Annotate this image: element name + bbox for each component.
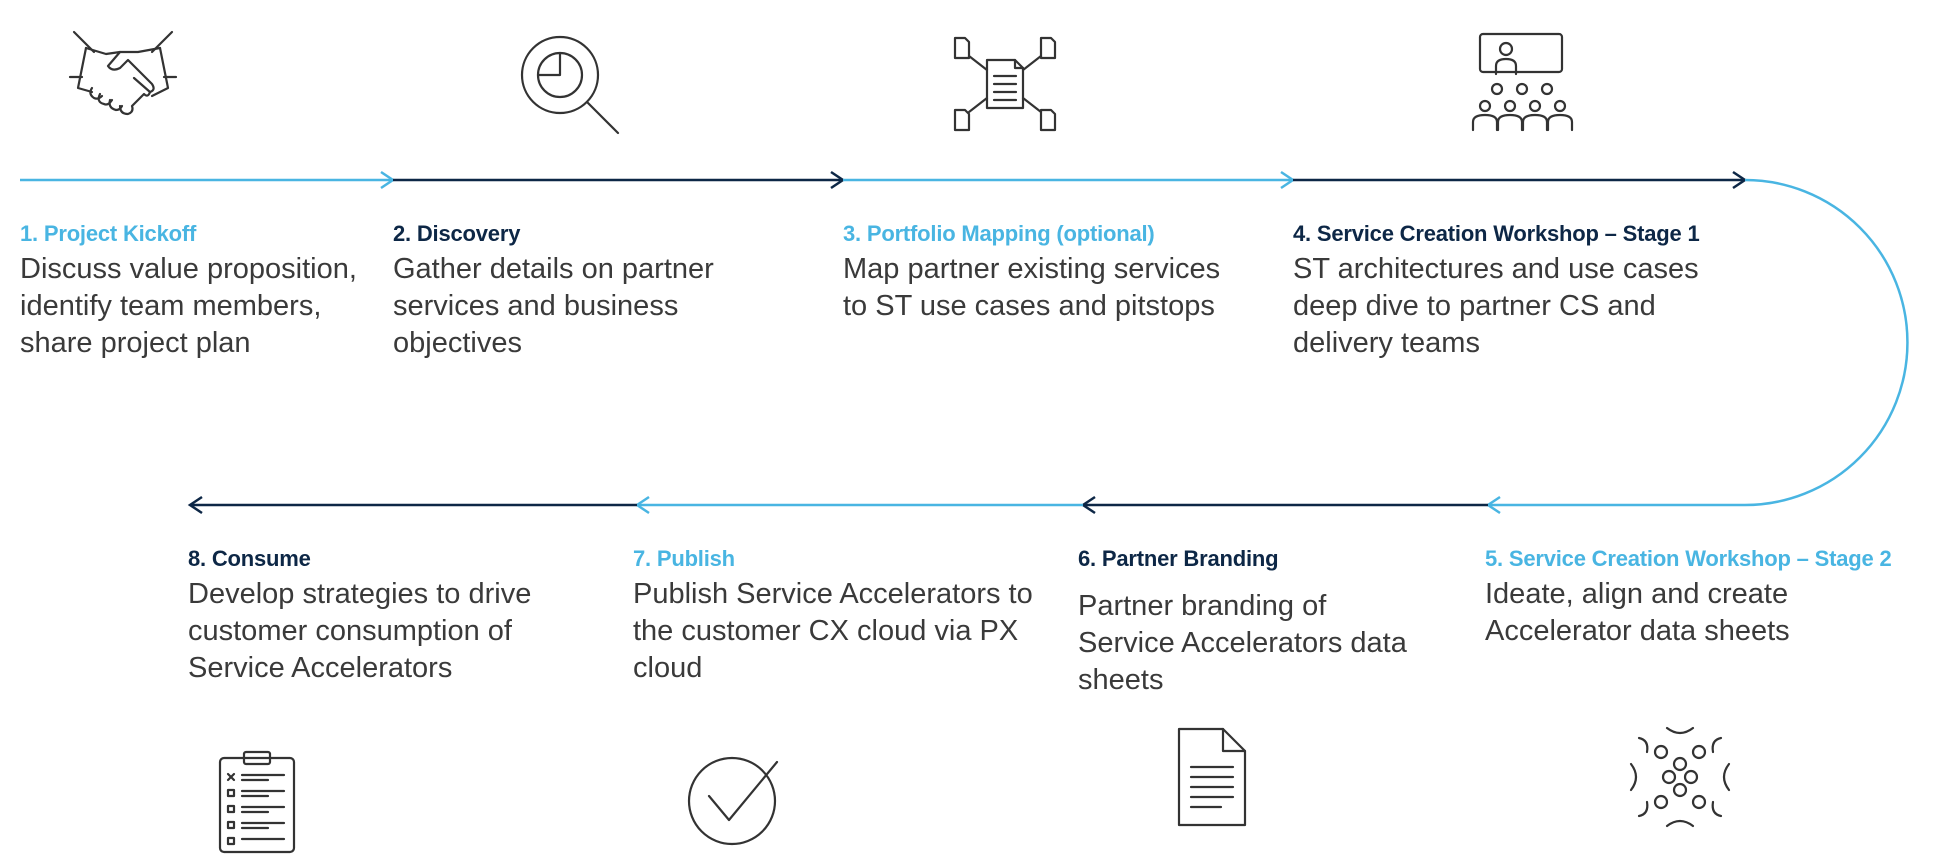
step-title: 8. Consume xyxy=(188,546,311,571)
magnifier-pie-chart-icon xyxy=(520,33,620,135)
step-description: Discuss value proposition, identify team… xyxy=(20,253,357,359)
document-network-icon xyxy=(953,36,1057,132)
step-1: 1. Project Kickoff Discuss value proposi… xyxy=(20,221,360,362)
ideation-circles-icon xyxy=(1625,722,1735,832)
step-title: 6. Partner Branding xyxy=(1078,546,1279,571)
handshake-icon xyxy=(68,30,178,120)
step-4: 4. Service Creation Workshop – Stage 1 S… xyxy=(1293,221,1733,362)
step-title: 3. Portfolio Mapping (optional) xyxy=(843,221,1155,246)
arrow-step-4 xyxy=(1293,170,1748,190)
step-title: 5. Service Creation Workshop – Stage 2 xyxy=(1485,546,1892,571)
arrow-step-6 xyxy=(1080,495,1488,515)
u-turn-connector xyxy=(1744,178,1909,507)
clipboard-checklist-icon xyxy=(218,750,296,854)
step-8: 8. Consume Develop strategies to drive c… xyxy=(188,546,588,687)
step-description: Develop strategies to drive customer con… xyxy=(188,578,532,684)
arrow-step-1 xyxy=(20,170,396,190)
step-title: 1. Project Kickoff xyxy=(20,221,197,246)
step-description: Map partner existing services to ST use … xyxy=(843,253,1221,322)
step-6: 6. Partner Branding Partner branding of … xyxy=(1078,546,1408,699)
step-5: 5. Service Creation Workshop – Stage 2 I… xyxy=(1485,546,1925,650)
step-description: ST architectures and use cases deep dive… xyxy=(1293,253,1699,359)
step-description: Publish Service Accelerators to the cust… xyxy=(633,578,1033,684)
checkmark-circle-icon xyxy=(687,756,781,846)
presentation-audience-icon xyxy=(1470,32,1574,132)
step-title: 2. Discovery xyxy=(393,221,521,246)
step-title: 7. Publish xyxy=(633,546,735,571)
step-7: 7. Publish Publish Service Accelerators … xyxy=(633,546,1033,687)
arrow-step-8 xyxy=(187,495,637,515)
arrow-step-2 xyxy=(393,170,846,190)
arrow-step-5 xyxy=(1485,495,1745,515)
step-description: Gather details on partner services and b… xyxy=(393,253,714,359)
step-title: 4. Service Creation Workshop – Stage 1 xyxy=(1293,221,1700,246)
document-icon xyxy=(1177,727,1247,827)
arrow-step-7 xyxy=(634,495,1083,515)
step-description: Ideate, align and create Accelerator dat… xyxy=(1485,578,1790,647)
step-2: 2. Discovery Gather details on partner s… xyxy=(393,221,793,362)
arrow-step-3 xyxy=(843,170,1296,190)
step-3: 3. Portfolio Mapping (optional) Map part… xyxy=(843,221,1243,325)
step-description: Partner branding of Service Accelerators… xyxy=(1078,590,1407,696)
